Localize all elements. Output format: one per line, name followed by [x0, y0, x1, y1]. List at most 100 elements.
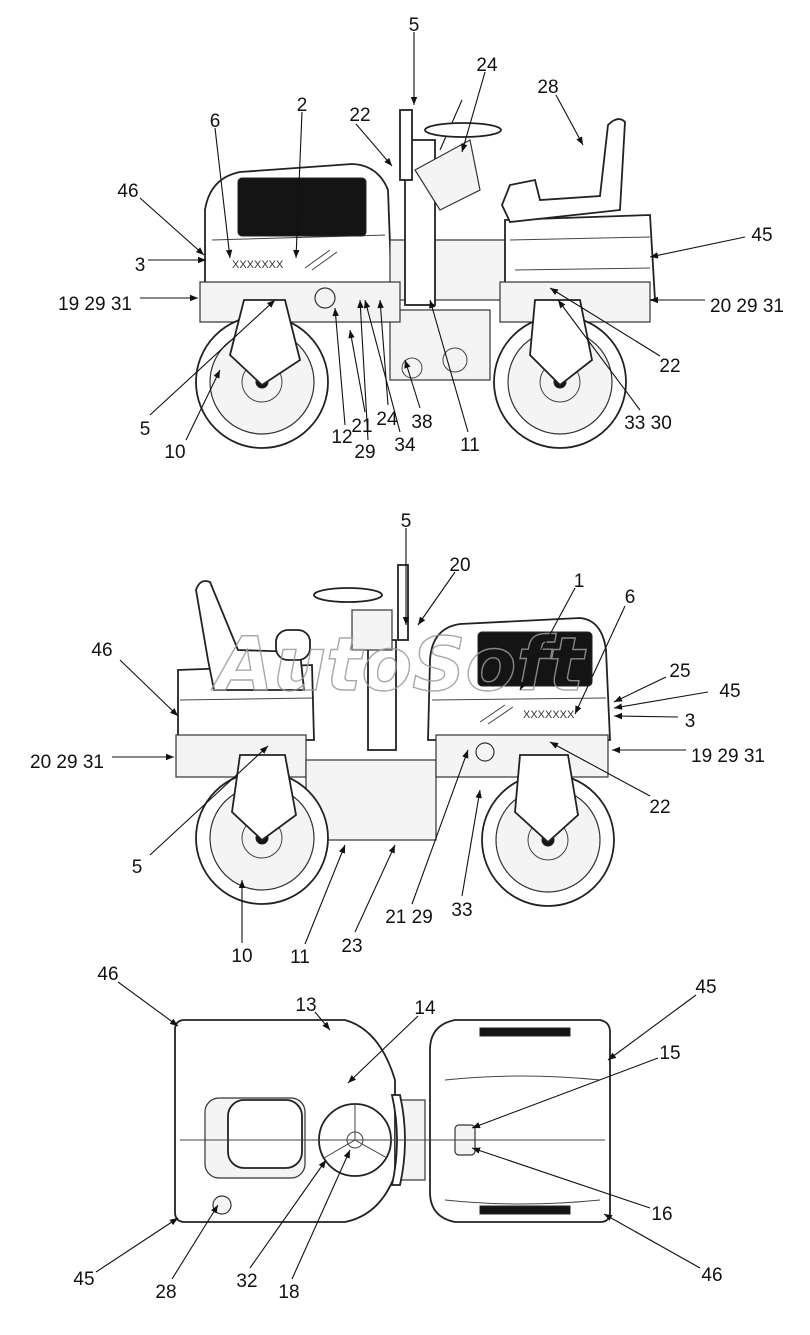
svg-text:XXXXXXX: XXXXXXX — [523, 709, 575, 721]
arrowhead — [170, 708, 178, 716]
arrowhead — [429, 300, 436, 309]
leader-line — [461, 789, 481, 897]
callout-label: 45 — [751, 225, 772, 246]
leader-line — [185, 369, 221, 441]
arrowhead — [550, 742, 559, 749]
arrowhead — [225, 249, 233, 258]
callout-label: 32 — [236, 1271, 257, 1292]
callout-label: 16 — [651, 1204, 672, 1225]
callout-label: 21 29 — [385, 907, 433, 928]
arrowhead — [198, 256, 206, 264]
callout-top-2: 14 — [347, 998, 436, 1084]
callout-right-side-16: 33 — [451, 789, 482, 921]
leader-line — [379, 299, 389, 406]
callout-left-side-19: 34 — [363, 299, 416, 456]
callout-label: 28 — [537, 77, 558, 98]
leader-line — [461, 71, 486, 153]
callout-left-side-18: 38 — [404, 359, 433, 433]
callout-left-side-8: 19 29 31 — [58, 294, 198, 315]
callout-label: 28 — [155, 1282, 176, 1303]
callout-label: 5 — [401, 511, 412, 532]
leader-line — [304, 844, 346, 945]
leader-line — [607, 994, 697, 1061]
leader-line — [429, 299, 469, 433]
callout-label: 45 — [695, 977, 716, 998]
callout-right-side-5: 25 — [613, 661, 691, 703]
leader-line — [555, 94, 584, 146]
leader-line — [117, 981, 179, 1027]
right-side-view: XXXXXXX — [175, 564, 615, 907]
arrowhead — [169, 1018, 178, 1026]
callout-left-side-20: 11 — [429, 299, 480, 456]
callout-label: 22 — [649, 797, 670, 818]
arrowhead — [608, 1052, 617, 1060]
leader-line — [613, 715, 679, 718]
callout-top-10: 18 — [278, 1149, 351, 1303]
arrowhead — [558, 300, 566, 309]
callout-label: 10 — [231, 946, 252, 967]
leader-line — [471, 1057, 659, 1129]
callout-label: 21 — [351, 416, 372, 437]
arrowhead — [388, 845, 395, 854]
callout-left-side-2: 28 — [537, 77, 584, 146]
leader-line — [649, 236, 746, 258]
callout-left-side-21: 33 30 — [557, 299, 672, 434]
callout-label: 33 — [451, 900, 472, 921]
arrowhead — [238, 880, 246, 888]
callout-label: 46 — [117, 181, 138, 202]
arrowhead — [322, 1021, 330, 1030]
arrowhead — [266, 300, 275, 308]
arrowhead — [475, 790, 482, 799]
callout-left-side-0: 5 — [409, 15, 419, 105]
arrowhead — [462, 750, 469, 759]
arrowhead — [550, 288, 559, 295]
callout-label: 3 — [685, 711, 696, 732]
leader-line — [354, 844, 396, 933]
arrowhead — [363, 300, 371, 309]
leader-line — [249, 1159, 327, 1269]
arrowhead — [402, 617, 410, 625]
callout-label: 23 — [341, 936, 362, 957]
callout-label: 18 — [278, 1282, 299, 1303]
arrowhead — [612, 746, 620, 754]
callout-label: 3 — [135, 255, 146, 276]
callout-label: 19 29 31 — [691, 746, 765, 767]
callout-left-side-15: 21 — [348, 329, 373, 437]
leader-line — [119, 659, 179, 717]
leader-line — [214, 127, 231, 259]
leader-line — [347, 1015, 419, 1084]
watermark-text: AutoSoft — [211, 622, 586, 708]
callout-top-0: 46 — [97, 964, 179, 1027]
callout-left-side-14: 12 — [331, 307, 353, 448]
arrowhead — [339, 845, 345, 854]
arrowhead — [404, 360, 411, 369]
arrowhead — [384, 157, 392, 166]
callout-left-side-11: 22 — [549, 287, 681, 377]
callout-label: 5 — [132, 857, 143, 878]
leader-line — [171, 1204, 219, 1280]
callout-top-4: 15 — [471, 1043, 681, 1129]
arrowhead — [472, 1122, 481, 1129]
callout-top-6: 46 — [603, 1213, 723, 1286]
left-side-view: XXXXXXX — [195, 99, 656, 449]
leader-line — [334, 307, 346, 426]
callout-right-side-7: 3 — [613, 711, 696, 732]
leader-line — [349, 329, 366, 413]
arrowhead — [472, 1147, 481, 1154]
callout-label: 22 — [349, 105, 370, 126]
arrowhead — [650, 296, 658, 304]
callout-label: 6 — [625, 587, 636, 608]
callout-top-9: 32 — [236, 1159, 327, 1292]
arrowhead — [410, 97, 418, 105]
callout-label: 45 — [73, 1269, 94, 1290]
leader-line — [471, 1147, 651, 1209]
leader-line — [613, 691, 709, 709]
arrowhead — [332, 308, 339, 317]
leader-line — [519, 587, 576, 691]
arrowhead — [357, 300, 364, 309]
arrowhead — [259, 746, 268, 754]
arrowhead — [318, 1160, 326, 1169]
